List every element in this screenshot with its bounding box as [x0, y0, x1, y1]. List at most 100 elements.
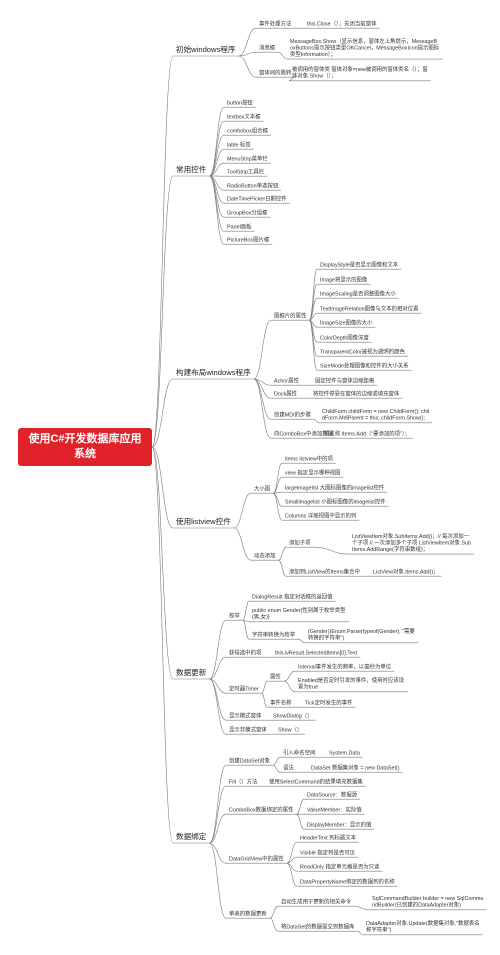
subtopic[interactable]: public enum Gender{性别属于枚举类型(男,女)}	[252, 606, 346, 621]
subtopic[interactable]: 图框片的属性	[274, 311, 307, 319]
central-topic[interactable]: 使用C#开发数据库应用系统	[18, 428, 152, 466]
subtopic[interactable]: DateTimePicker日期控件	[227, 194, 287, 202]
subtopic[interactable]: 事件名称	[270, 698, 292, 706]
svg-text:TextImageRelation图像与文本的相对位置: TextImageRelation图像与文本的相对位置	[320, 304, 419, 312]
subtopic[interactable]: RadioButton单选按钮	[227, 181, 279, 189]
subtopic[interactable]: GroupBox分组框	[227, 208, 268, 216]
subtopic[interactable]: DataAdapter对象.Update(数据集对象,"数据表名称字符串")	[366, 919, 480, 934]
subtopic[interactable]: Dock属性	[274, 389, 298, 397]
svg-text:显示非模式窗体: 显示非模式窗体	[229, 725, 267, 733]
subtopic[interactable]: 单表的数据更新	[229, 909, 267, 917]
subtopic[interactable]: ShowDialog（）	[273, 712, 313, 719]
subtopic[interactable]: ColorDepth图像深度	[320, 333, 369, 341]
subtopic[interactable]: MenuStrip菜单栏	[227, 154, 268, 162]
svg-text:items listview中的项: items listview中的项	[285, 454, 334, 462]
subtopic[interactable]: 添加到ListView的Items集合中	[289, 567, 360, 575]
subtopic[interactable]: 定时器Timer	[229, 684, 259, 692]
subtopic[interactable]: items listview中的项	[285, 454, 334, 462]
subtopic[interactable]: 获得选中的项	[229, 648, 262, 656]
subtopic[interactable]: 自动生成用于更新的相关命令	[281, 897, 352, 905]
subtopic[interactable]: Image将显示的图像	[320, 275, 368, 283]
subtopic[interactable]: 向ComboBox中添加数据	[274, 429, 334, 437]
subtopic[interactable]: DialogResult 指定对话框的返回值	[252, 592, 333, 600]
subtopic[interactable]: Smallimagelist 小图标图像的imagelist控件	[285, 497, 386, 505]
branch-topic[interactable]: 数据绑定	[176, 831, 207, 841]
svg-text:ImageScaling是否调整图像大小: ImageScaling是否调整图像大小	[320, 289, 396, 297]
svg-text:添加子项: 添加子项	[289, 538, 311, 546]
subtopic[interactable]: 动态添加	[254, 551, 276, 559]
subtopic[interactable]: Show（）	[278, 726, 302, 733]
subtopic[interactable]: 语法	[283, 763, 294, 771]
subtopic[interactable]: Columns 详细视图中显示的列	[285, 511, 356, 519]
subtopic[interactable]: 固定控件与窗体边缘距离	[315, 376, 375, 384]
subtopic[interactable]: combobox组合框	[227, 126, 269, 134]
branch-topic[interactable]: 构建布局windows程序	[176, 367, 251, 377]
subtopic[interactable]: 窗体间的跳转	[259, 68, 292, 76]
branch-topic[interactable]: 使用listview控件	[176, 516, 231, 526]
subtopic[interactable]: PictureBox图片框	[227, 235, 270, 243]
subtopic[interactable]: DataPropertyName绑定的数据列的名称	[300, 877, 395, 885]
svg-text:DataSource：数据源: DataSource：数据源	[307, 790, 358, 798]
subtopic[interactable]: ComboBox数据绑定的属性	[229, 805, 294, 813]
subtopic[interactable]: System.Data	[329, 750, 360, 756]
subtopic[interactable]: button按钮	[227, 98, 253, 106]
subtopic[interactable]: ListView对象.Items.Add()；	[373, 567, 439, 575]
subtopic[interactable]: Achor属性	[274, 376, 299, 384]
subtopic[interactable]: 大小图	[254, 484, 270, 492]
subtopic[interactable]: view 指定显示哪种视图	[285, 468, 340, 476]
subtopic[interactable]: (Gender)(Enum.Parse(typeof(Gender), "需要转…	[308, 628, 415, 642]
svg-text:TransparentColor被视为透明的颜色: TransparentColor被视为透明的颜色	[320, 347, 405, 355]
subtopic[interactable]: ImageSize图像的大小	[320, 318, 373, 326]
subtopic[interactable]: ListViewItem对象.SubItems.Add()；// 每次添加一个子…	[352, 532, 471, 553]
subtopic[interactable]: Enabled是否定时引发的事件，使用时应该设置为true	[298, 676, 405, 691]
subtopic[interactable]: DataSource：数据源	[307, 790, 358, 798]
subtopic[interactable]: TextImageRelation图像与文本的相对位置	[320, 304, 419, 312]
branch-topic[interactable]: 初始windows程序	[176, 44, 236, 54]
subtopic[interactable]: Interval事件发生的频率，以毫秒为单位	[298, 662, 392, 670]
subtopic[interactable]: 引入命名空间	[283, 748, 315, 756]
subtopic[interactable]: SqlCommandBuilder builder = new SqlComma…	[372, 896, 483, 909]
subtopic[interactable]: ToolStrip工具栏	[227, 167, 265, 175]
subtopic[interactable]: 创建MDI的步骤	[274, 410, 311, 418]
branch-topic[interactable]: 数据更新	[176, 667, 207, 677]
subtopic[interactable]: DataSet 数据集对象 = new DataSet()	[311, 763, 400, 771]
subtopic[interactable]: ImageScaling是否调整图像大小	[320, 289, 396, 297]
subtopic[interactable]: 显示模式窗体	[229, 711, 262, 719]
subtopic[interactable]: Tick定时发生的事件	[305, 698, 353, 706]
subtopic[interactable]: largeimagelist 大图标图像的imagelist控件	[285, 483, 385, 491]
subtopic[interactable]: 显示非模式窗体	[229, 725, 267, 733]
subtopic[interactable]: 消息框	[259, 43, 276, 51]
subtopic[interactable]: ReadOnly 指定单元格是否为只读	[300, 862, 380, 870]
subtopic[interactable]: ChildForm childForm = new ChildForm(); c…	[322, 409, 429, 422]
subtopic[interactable]: Fill（）方法	[229, 777, 258, 785]
svg-text:Tick定时发生的事件: Tick定时发生的事件	[305, 698, 353, 706]
subtopic[interactable]: 添加子项	[289, 538, 311, 546]
subtopic[interactable]: this.lvResult.SelectedItems[0].Text	[275, 650, 358, 656]
subtopic[interactable]: DataGridView中的属性	[229, 854, 284, 862]
subtopic[interactable]: 事件处理方法	[259, 19, 292, 27]
subtopic[interactable]: DisplayMember：显示的值	[307, 820, 372, 828]
subtopic[interactable]: 使用SelectCommand的结果填充数据集	[269, 777, 363, 785]
subtopic[interactable]: SizeMode处理图像和控件的大小关系	[320, 361, 409, 369]
subtopic[interactable]: lable 标签	[227, 140, 251, 148]
subtopic[interactable]: DisplayStyle是否显示图像和文本	[320, 260, 399, 268]
subtopic[interactable]: HeaderText 列标题文本	[300, 833, 357, 841]
subtopic[interactable]: 将DataSet的数据提交到数据库	[281, 922, 355, 930]
subtopic[interactable]: 将控件停靠在窗体的边缘或填充窗体	[313, 389, 400, 397]
subtopic[interactable]: this.Close（）；关闭当前窗体	[307, 19, 377, 27]
subtopic[interactable]: TransparentColor被视为透明的颜色	[320, 347, 405, 355]
subtopic[interactable]: 被调用的窗体类 窗体对象=new被调用的窗体类名（）；窗体对象.Show（）；	[292, 65, 428, 80]
subtopic[interactable]: 创建DataSet对象	[229, 756, 271, 764]
subtopic[interactable]: 项名称.Items.Add（“要添加的项”）；	[324, 429, 410, 437]
svg-text:向ComboBox中添加数据: 向ComboBox中添加数据	[274, 429, 334, 437]
subtopic[interactable]: Panel面板	[227, 222, 252, 230]
subtopic[interactable]: ValueMember：实际值	[307, 805, 362, 813]
branch-topic[interactable]: 常用控件	[176, 164, 207, 174]
subtopic[interactable]: Visible 指定列是否可见	[300, 848, 356, 856]
subtopic[interactable]: textbox文本框	[227, 112, 261, 120]
subtopic[interactable]: 属性	[270, 672, 281, 680]
subtopic[interactable]: 字符串转换为枚举	[252, 630, 296, 638]
subtopic[interactable]: 枚举	[229, 611, 240, 619]
svg-text:ListViewItem对象.SubItems.Add()；: ListViewItem对象.SubItems.Add()；// 每次添加一个子…	[352, 532, 471, 553]
